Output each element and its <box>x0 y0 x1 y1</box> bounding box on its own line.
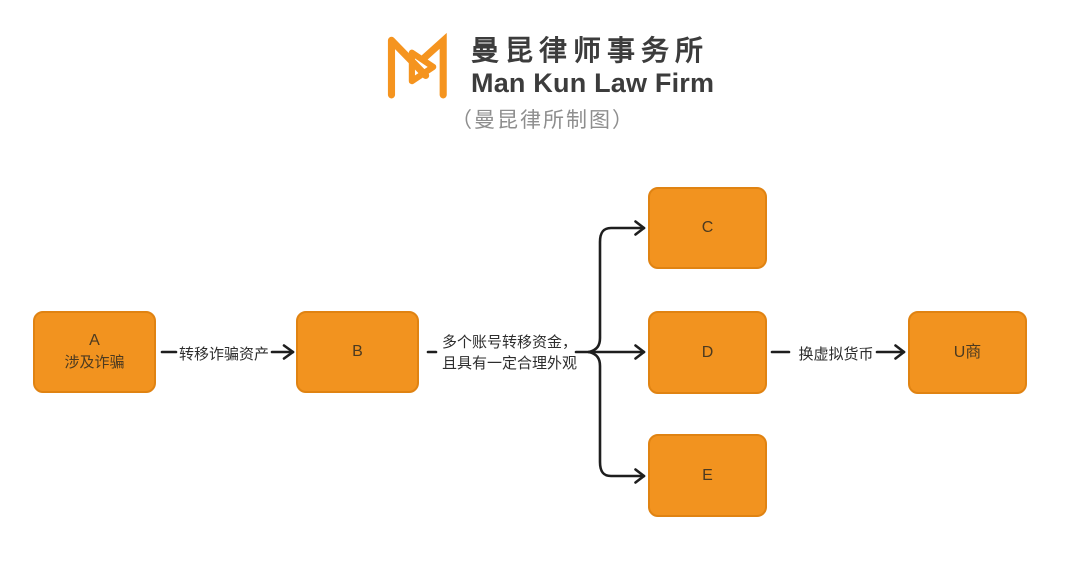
header-brand: 曼昆律师事务所 Man Kun Law Firm <box>378 28 714 102</box>
edge-d-u-arrowhead <box>894 344 906 360</box>
node-a-label: A <box>89 332 100 349</box>
edge-label-a-b: 转移诈骗资产 <box>178 346 269 363</box>
edge-fork-c-arrowhead <box>634 220 646 236</box>
node-b-label: B <box>352 343 363 360</box>
node-c: C <box>648 187 767 269</box>
node-d: D <box>648 311 767 394</box>
edge-fork-e-arrowhead <box>634 468 646 484</box>
edge-fork-e <box>587 350 646 478</box>
node-b: B <box>296 311 419 393</box>
credit-caption: （曼昆律所制图） <box>451 109 635 132</box>
edge-a-b-arrowhead <box>282 344 295 360</box>
firm-name-en: Man Kun Law Firm <box>471 68 715 98</box>
edge-label-b-branch-line1: 多个账号转移资金， <box>442 334 578 351</box>
node-c-label: C <box>701 219 714 236</box>
node-d-label: D <box>701 343 714 361</box>
node-e-label: E <box>702 466 713 484</box>
edge-label-b-branch: 多个账号转移资金， 且具有一定合理外观 <box>442 332 577 374</box>
node-a: A 涉及诈骗 <box>33 311 156 393</box>
node-u-label: U商 <box>953 343 982 361</box>
firm-name-zh: 曼昆律师事务所 <box>471 35 710 66</box>
firm-titles: 曼昆律师事务所 Man Kun Law Firm <box>471 28 714 98</box>
node-a-sublabel: 涉及诈骗 <box>64 354 125 371</box>
mankun-logo-icon <box>387 32 447 99</box>
node-u-merchant: U商 <box>908 311 1027 394</box>
edge-fork-c <box>587 226 646 354</box>
edge-label-b-branch-line2: 且具有一定合理外观 <box>442 355 578 372</box>
edge-fork-d-arrowhead <box>634 344 646 360</box>
node-e: E <box>648 434 767 517</box>
edge-label-d-u: 换虚拟货币 <box>798 346 874 363</box>
